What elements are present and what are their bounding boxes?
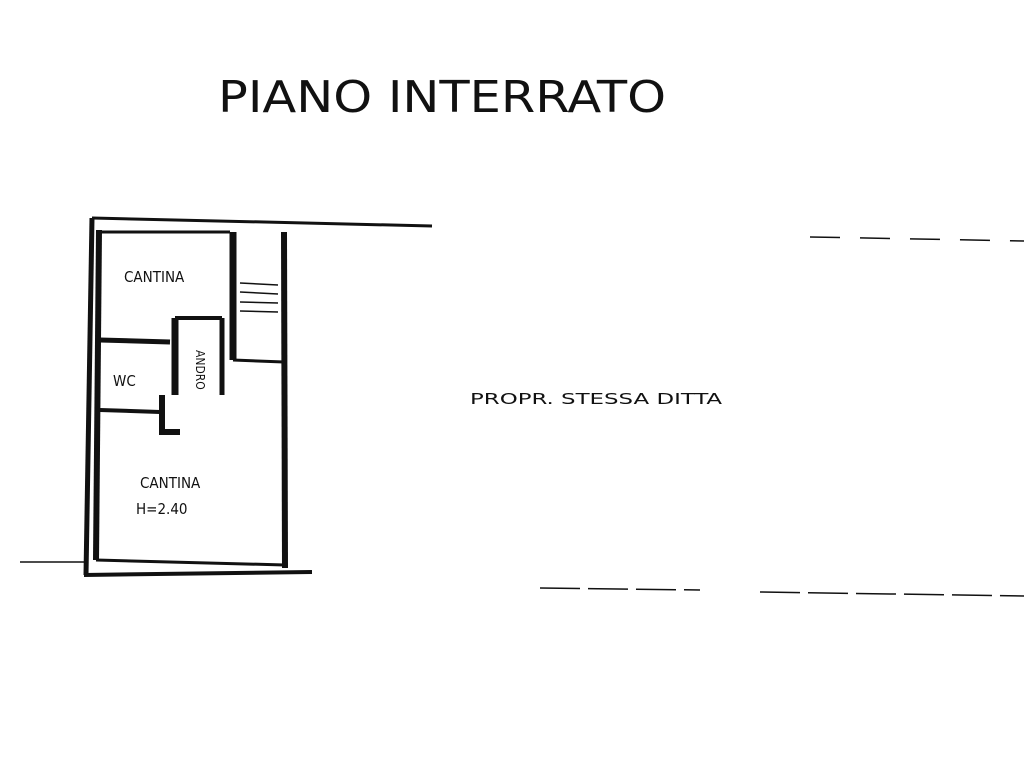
room-label-wc: WC [113, 372, 136, 390]
room-label-cantina-top: CANTINA [124, 268, 185, 286]
room-height-label: H=2.40 [136, 500, 188, 518]
room-label-corridor: ANDRO [193, 350, 207, 390]
neighbour-property-label: PROPR. STESSA DITTA [470, 390, 723, 408]
room-label-cantina-bottom: CANTINA [140, 474, 201, 492]
walls [20, 216, 1024, 597]
stairs [239, 282, 279, 313]
plan-title: PIANO INTERRATO [218, 72, 666, 123]
